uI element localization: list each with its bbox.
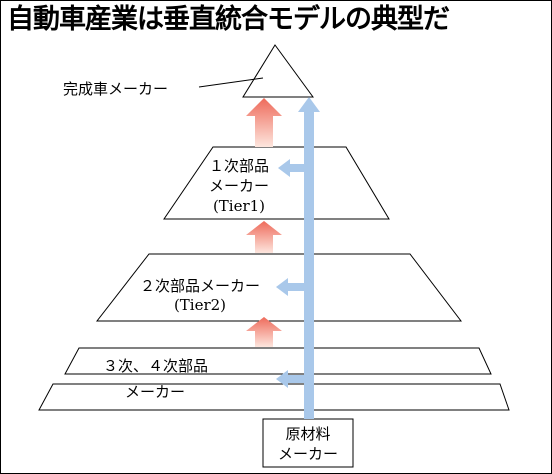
label-tier1-line2: メーカー (209, 177, 269, 195)
tier1-shape (163, 146, 390, 220)
value-up-arrow-oem (246, 98, 282, 147)
label-oem: 完成車メーカー (63, 80, 168, 98)
supply-branch-arrow-tier34 (276, 370, 305, 388)
label-tier34-line1: ３次、４次部品 (103, 357, 208, 375)
tier34-lower-shape (38, 383, 510, 411)
page-title: 自動車産業は垂直統合モデルの典型だ (7, 4, 450, 35)
label-tier34-line2: メーカー (125, 383, 185, 401)
tier34-upper-shape (64, 347, 492, 375)
supply-branch-arrow-tier1 (278, 159, 305, 177)
label-tier2-line2: (Tier2) (174, 296, 226, 314)
supply-branch-arrow-tier2 (276, 278, 305, 296)
value-up-arrow-tier2 (246, 317, 282, 347)
value-up-arrow-tier1 (246, 221, 282, 253)
label-raw-line1: 原材料 (285, 425, 330, 443)
raw-material-box (262, 418, 354, 468)
label-raw-line2: メーカー (278, 445, 338, 463)
label-tier1-line3: (Tier1) (213, 197, 265, 215)
supply-flow-arrow (298, 97, 320, 419)
oem-leader-line (198, 77, 264, 88)
label-tier1-line1: １次部品 (209, 157, 269, 175)
tier-oem-shape (242, 44, 314, 98)
label-tier2-line1: ２次部品メーカー (140, 277, 260, 295)
